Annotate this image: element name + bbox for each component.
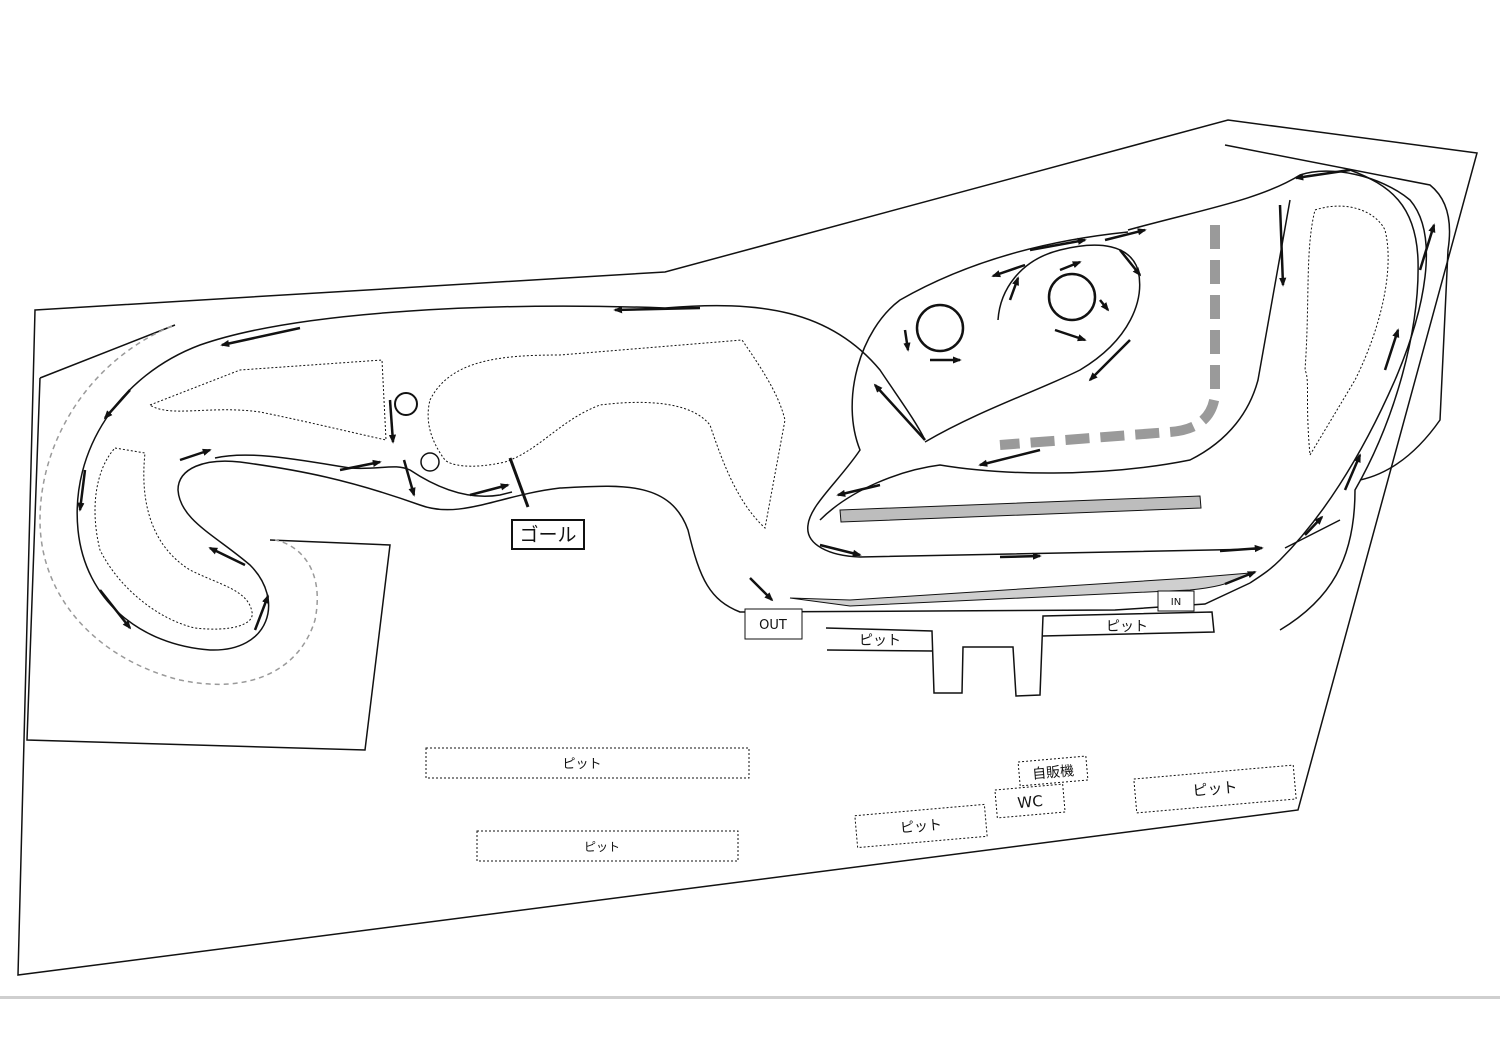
direction-arrow — [1008, 276, 1020, 301]
in-label: IN — [1171, 597, 1181, 608]
vending-label: 自販機 — [1032, 763, 1075, 783]
direction-arrow — [99, 589, 132, 630]
west-fence — [26, 324, 391, 751]
wc-group: WC — [994, 783, 1066, 819]
direction-arrow — [1343, 453, 1362, 491]
direction-arrow — [613, 306, 701, 314]
track-east-loop — [1127, 170, 1428, 584]
pitlane-wall — [789, 572, 1251, 607]
direction-arrow — [903, 329, 911, 352]
gray-barrier — [839, 495, 1202, 523]
pit-area-group: ピット — [1133, 764, 1297, 814]
direction-arrow — [179, 448, 212, 462]
direction-arrow — [220, 326, 301, 347]
vending-group: 自販機 — [1017, 755, 1089, 787]
track-east-outer — [1279, 169, 1419, 631]
direction-arrow — [1304, 515, 1324, 536]
goal-line — [508, 457, 530, 508]
direction-arrow — [1219, 544, 1264, 553]
goal-label: ゴール — [519, 524, 576, 546]
pit-area — [854, 803, 988, 849]
direction-arrow — [208, 546, 246, 567]
direction-arrow — [77, 469, 87, 512]
direction-arrow — [1104, 228, 1147, 242]
direction-arrow — [1278, 204, 1287, 287]
direction-arrow — [1099, 299, 1110, 312]
vending-area — [1017, 755, 1089, 787]
pit-building — [825, 611, 1215, 697]
pylon-circle — [420, 452, 440, 472]
pit-label: ピット — [584, 840, 620, 854]
pit-label: ピット — [859, 633, 901, 649]
direction-arrow — [469, 483, 510, 497]
track-outer-edge — [76, 305, 1251, 651]
direction-arrow — [1029, 237, 1087, 252]
direction-arrow — [1224, 570, 1257, 586]
bottom-divider — [0, 996, 1500, 999]
in-box — [1157, 590, 1195, 612]
direction-arrow — [836, 483, 881, 497]
pylon-circle — [394, 392, 418, 416]
track-inner-edge — [214, 454, 513, 497]
pit-label: ピット — [899, 817, 942, 837]
pit-area — [1133, 764, 1297, 814]
east-fence — [1224, 144, 1451, 549]
direction-arrow — [999, 552, 1042, 560]
direction-arrow — [1059, 260, 1082, 272]
island-dotted — [427, 339, 786, 529]
direction-arrow — [991, 263, 1026, 278]
track-north-edge — [664, 304, 926, 441]
pylon-circle — [915, 303, 965, 353]
direction-arrow — [1088, 339, 1131, 382]
infield-loop — [807, 199, 1291, 558]
direction-arrow — [819, 543, 862, 557]
direction-arrow — [1418, 223, 1436, 271]
pit-label: ピット — [1106, 619, 1148, 635]
direction-arrow — [1054, 328, 1087, 342]
pit-label: ピット — [562, 757, 601, 772]
property-boundary — [17, 119, 1478, 976]
direction-arrow — [253, 594, 270, 631]
goal-box — [511, 519, 585, 550]
out-label: OUT — [759, 618, 787, 633]
direction-arrow — [388, 399, 397, 444]
out-box — [744, 608, 803, 640]
pit-label: ピット — [1192, 778, 1238, 800]
direction-arrows — [77, 168, 1436, 631]
direction-arrow — [1383, 328, 1400, 371]
direction-arrow — [103, 389, 131, 420]
cone-line-gray — [999, 225, 1220, 450]
direction-arrow — [978, 448, 1041, 467]
direction-arrow — [749, 577, 774, 602]
direction-arrow — [402, 459, 416, 497]
runoff-dashed-west — [39, 325, 318, 686]
pylon-circle — [1047, 272, 1097, 322]
island-dotted — [1304, 205, 1389, 457]
direction-arrow — [339, 459, 382, 472]
island-dotted — [94, 447, 253, 630]
island-dotted — [148, 359, 387, 441]
direction-arrow — [873, 383, 926, 441]
pit-area — [476, 830, 739, 862]
direction-arrow — [1119, 249, 1142, 277]
pit-area — [425, 747, 750, 779]
wc-label: WC — [1017, 792, 1044, 812]
wc-area — [994, 783, 1066, 819]
pit-area-group: ピット — [854, 803, 988, 849]
infield-arc — [924, 244, 1141, 443]
direction-arrow — [1294, 168, 1351, 181]
